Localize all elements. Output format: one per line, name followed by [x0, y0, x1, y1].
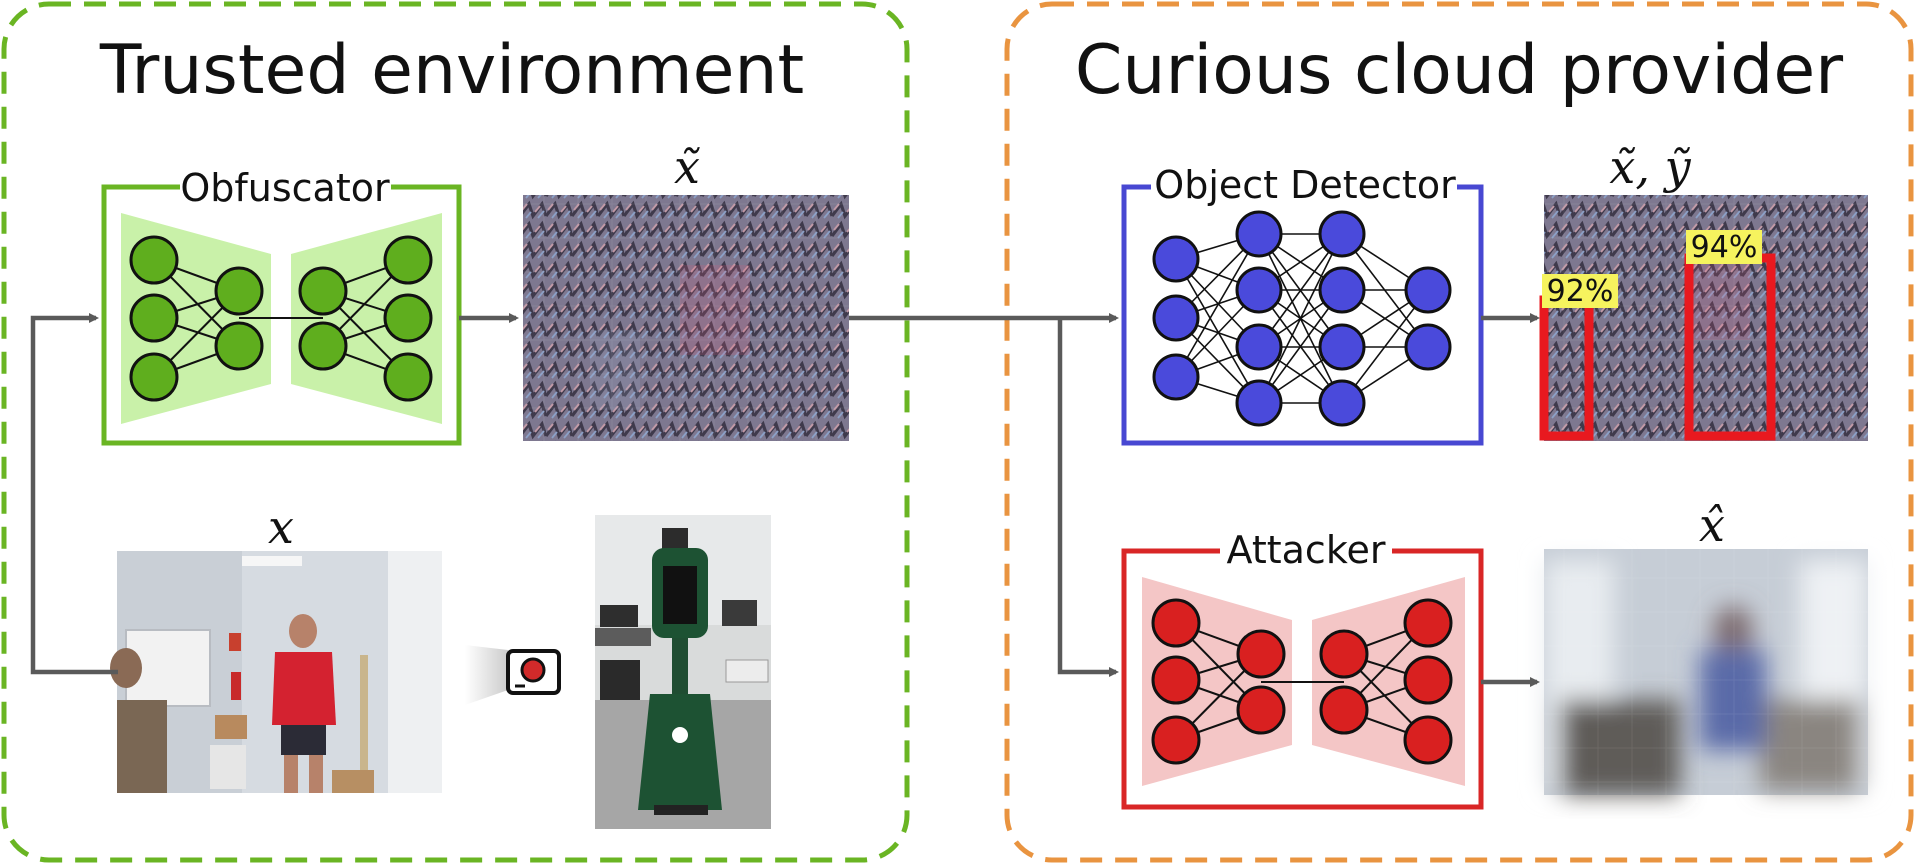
confidence-text-2: 94%: [1691, 230, 1758, 265]
trusted-environment-title: Trusted environment: [99, 31, 804, 110]
reconstruction-image: [1544, 549, 1868, 795]
attacker-label: Attacker: [1227, 528, 1386, 572]
cloud-provider-panel: [1004, 1, 1914, 863]
input-image: [110, 551, 442, 793]
obfuscator-label: Obfuscator: [180, 166, 390, 210]
arrow-input-to-obfuscator: [30, 313, 118, 675]
cloud-provider-title: Curious cloud provider: [1075, 31, 1843, 110]
camera-icon: [506, 649, 561, 695]
arrow-branch-to-attacker: [1057, 318, 1119, 677]
confidence-badge-1: [1542, 274, 1618, 308]
camera-beam: [465, 645, 508, 705]
trusted-environment-panel: [1, 1, 910, 863]
confidence-text-1: 92%: [1547, 274, 1614, 309]
reconstruction-image-label: x̂: [1699, 498, 1725, 552]
object-detector-label: Object Detector: [1154, 163, 1456, 207]
detections-image-label: x̃, ỹ: [1609, 140, 1691, 194]
detector-network: [1175, 233, 1429, 404]
obfuscator-network: [121, 213, 442, 424]
attacker-network: [1142, 577, 1465, 786]
input-image-label: x: [268, 500, 294, 554]
flow-arrows: [30, 313, 1540, 687]
robot-photo: [595, 515, 771, 829]
obfuscated-image: [523, 195, 849, 441]
attacker-module: Attacker: [1121, 528, 1484, 810]
object-detector-module: Object Detector: [1121, 163, 1484, 446]
confidence-badge-2: [1686, 230, 1762, 264]
obfuscated-image-label: x̃: [674, 140, 700, 194]
obfuscator-module: Obfuscator: [101, 166, 462, 446]
